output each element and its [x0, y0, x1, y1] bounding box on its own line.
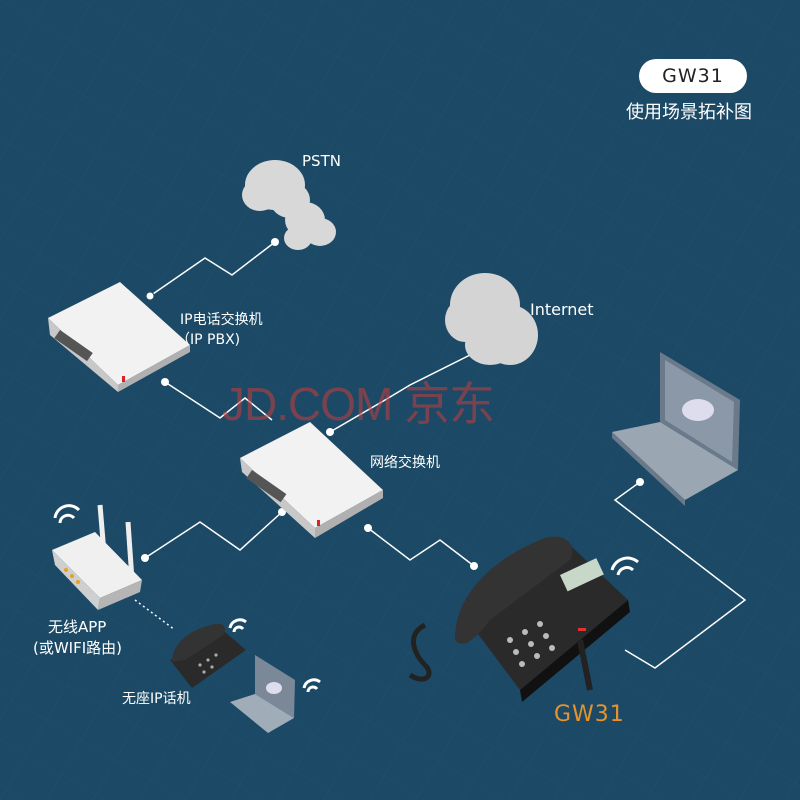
connection-dots: [141, 238, 644, 570]
ip-pbx-label: IP电话交换机: [180, 312, 263, 328]
product-label: GW31: [554, 702, 625, 727]
ip-pbx-label-sub: （IP PBX): [176, 332, 241, 348]
cordless-ip-phone-icon: [170, 623, 246, 688]
diagram-subtitle: 使用场景拓补图: [626, 102, 752, 123]
ip-pbx-device-icon: [48, 282, 190, 392]
model-badge: GW31: [639, 59, 747, 93]
wifi-router-icon: [52, 504, 142, 610]
cordless-phone-label: 无座IP话机: [122, 691, 191, 707]
internet-cloud-icon: [445, 273, 538, 365]
internet-label: Internet: [530, 300, 594, 319]
wifi-signal-icons: [53, 504, 639, 693]
pstn-cloud-icon: [242, 160, 336, 250]
small-laptop-icon: [230, 655, 295, 733]
gw31-phone-icon: [408, 536, 630, 702]
router-label: 无线APP: [48, 618, 107, 636]
switch-label: 网络交换机: [370, 455, 440, 471]
watermark: JD.COM 京东: [222, 378, 495, 430]
pstn-label: PSTN: [302, 152, 341, 170]
laptop-icon: [612, 352, 740, 506]
network-switch-device-icon: [240, 422, 383, 538]
connection-lines: [134, 241, 747, 669]
router-label-sub: (或WIFI路由): [33, 639, 123, 657]
